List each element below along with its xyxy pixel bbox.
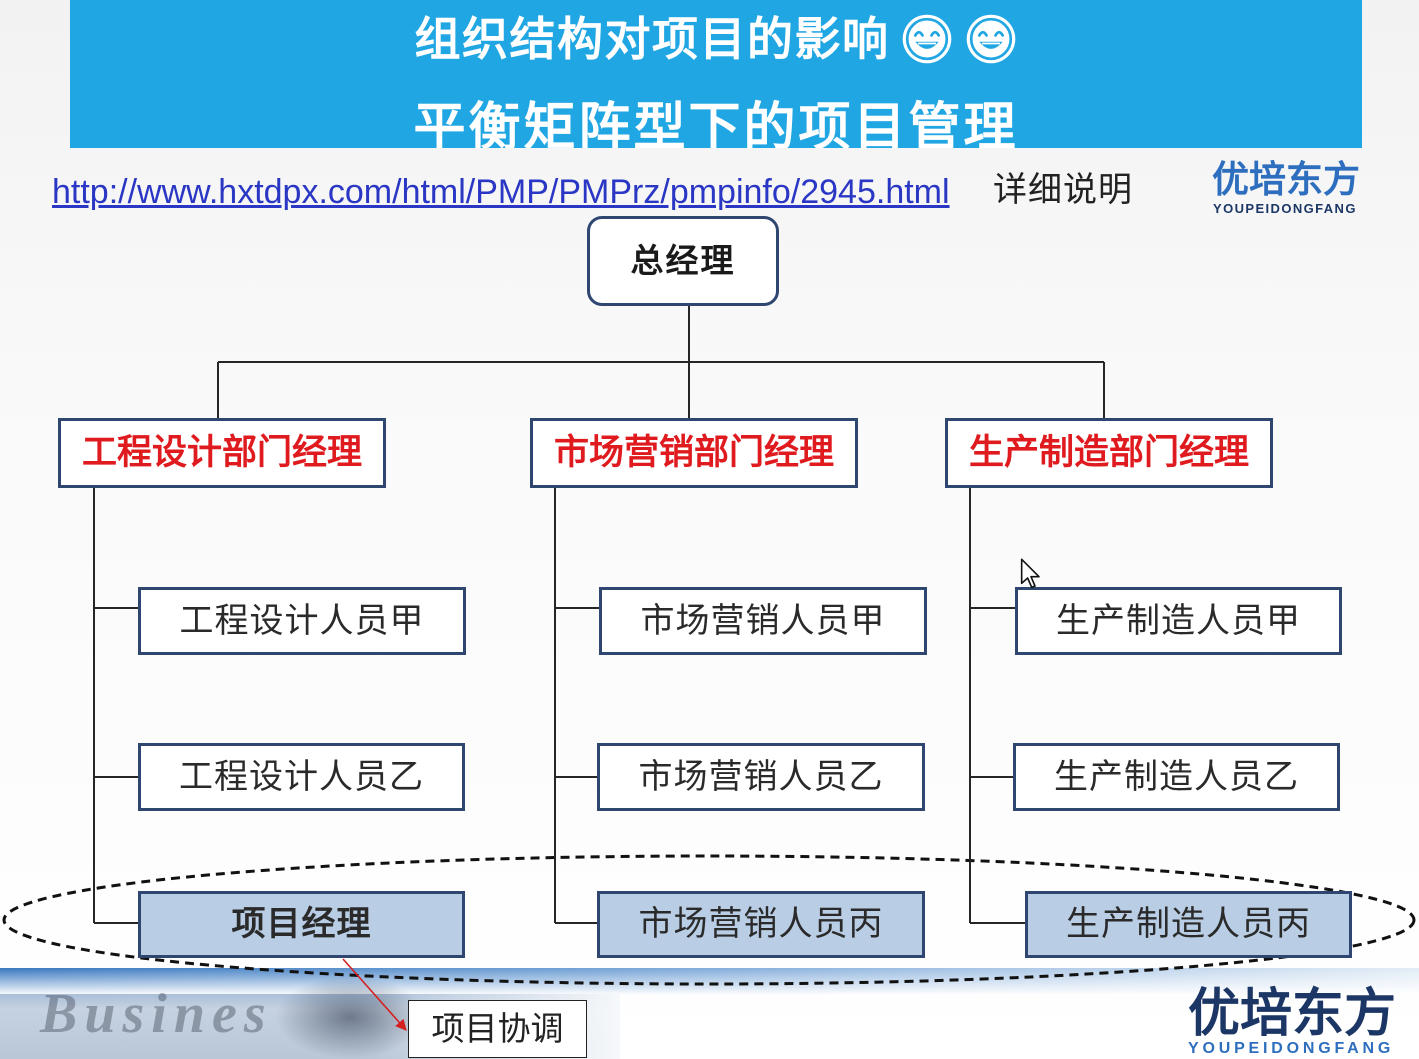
smiley-eye (913, 30, 924, 37)
smiley-icon (966, 14, 1015, 64)
smiley-face (966, 14, 1015, 64)
department-manager-marketing: 市场营销部门经理 (530, 418, 858, 488)
footer-background-word: Busines (40, 983, 273, 1045)
smiley-eye (929, 30, 940, 37)
project-coordination-box: 项目协调 (408, 1000, 587, 1058)
slide-subtitle: 平衡矩阵型下的项目管理 (413, 98, 1019, 148)
smiley-ring (905, 17, 948, 61)
mouse-pointer-shape (1020, 558, 1040, 589)
smiley-eye (993, 30, 1004, 37)
department-manager-production: 生产制造部门经理 (945, 418, 1273, 488)
smiley-icon (902, 14, 951, 64)
staff-box: 生产制造人员甲 (1015, 587, 1342, 655)
connector-column-2 (969, 487, 1025, 924)
title-banner: 组织结构对项目的影响 平衡矩阵型下的项目管理 (70, 0, 1362, 148)
staff-box: 市场营销人员甲 (599, 587, 927, 655)
brand-logo-top-subtitle: YOUPEIDONGFANG (1213, 201, 1357, 216)
connector-column-0 (93, 487, 138, 924)
staff-box: 市场营销人员丙 (597, 891, 925, 958)
project-manager-box: 项目经理 (138, 891, 465, 958)
detail-label: 详细说明 (993, 170, 1133, 210)
slide-title-row: 组织结构对项目的影响 (70, 10, 1362, 68)
department-manager-engineering: 工程设计部门经理 (58, 418, 386, 488)
staff-box: 市场营销人员乙 (597, 743, 925, 811)
staff-box: 工程设计人员乙 (138, 743, 465, 811)
staff-box: 生产制造人员丙 (1025, 891, 1352, 958)
brand-logo-top: 优培东方 (1212, 158, 1360, 201)
brand-logo-bottom: 优培东方 (1188, 984, 1397, 1044)
smiley-eye (977, 30, 988, 37)
smiley-face (902, 14, 951, 64)
staff-box: 工程设计人员甲 (138, 587, 466, 655)
footer-photo-shadow (275, 975, 425, 1059)
brand-logo-bottom-subtitle: YOUPEIDONGFANG (1188, 1040, 1395, 1057)
staff-box: 生产制造人员乙 (1013, 743, 1340, 811)
detail-url-link[interactable]: http://www.hxtdpx.com/html/PMP/PMPrz/pmp… (52, 173, 950, 211)
smiley-ring (969, 17, 1012, 61)
slide-title: 组织结构对项目的影响 (414, 12, 890, 66)
connector-column-1 (554, 487, 599, 924)
mouse-pointer-icon (1020, 558, 1040, 589)
general-manager-box: 总经理 (587, 216, 779, 306)
